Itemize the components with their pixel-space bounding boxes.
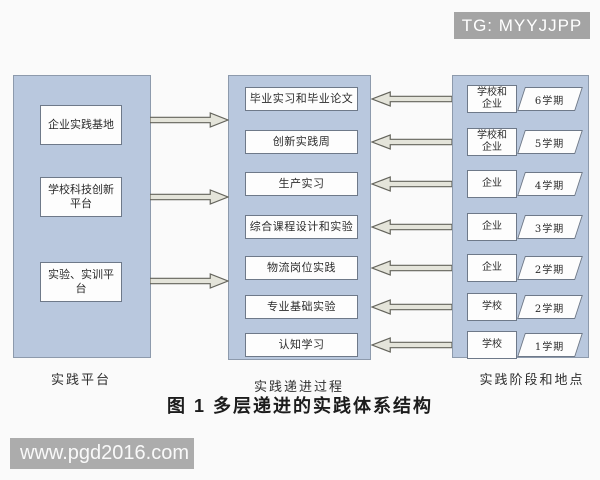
arrow-left-icon <box>371 176 452 192</box>
middle-box-course-design-experiment: 综合课程设计和实验 <box>245 215 358 239</box>
right-term-parallelogram: 4学期 <box>517 172 583 196</box>
right-place-box: 企业 <box>467 254 517 282</box>
left-box-experiment-training-platform: 实验、实训平台 <box>40 262 122 302</box>
middle-column-label: 实践递进过程 <box>253 380 344 395</box>
right-term-parallelogram: 6学期 <box>517 87 583 111</box>
right-term-parallelogram: 3学期 <box>517 215 583 239</box>
term-label: 5学期 <box>535 138 565 150</box>
arrow-left-icon <box>371 134 452 150</box>
term-label: 2学期 <box>535 303 565 315</box>
term-label: 6学期 <box>535 95 565 107</box>
right-column-label: 实践阶段和地点 <box>479 373 585 388</box>
right-place-box: 企业 <box>467 213 517 241</box>
right-place-box: 学校 <box>467 293 517 321</box>
term-label: 4学期 <box>535 180 565 192</box>
arrow-right-icon <box>150 189 229 205</box>
right-term-parallelogram: 1学期 <box>517 333 583 357</box>
arrow-left-icon <box>371 219 452 235</box>
term-label: 1学期 <box>535 341 565 353</box>
term-label: 2学期 <box>535 264 565 276</box>
middle-box-innovation-practice-week: 创新实践周 <box>245 130 358 154</box>
right-term-parallelogram: 5学期 <box>517 130 583 154</box>
arrow-left-icon <box>371 299 452 315</box>
left-box-school-tech-innovation-platform: 学校科技创新平台 <box>40 177 122 217</box>
middle-box-logistics-post-practice: 物流岗位实践 <box>245 256 358 280</box>
left-box-enterprise-practice-base: 企业实践基地 <box>40 105 122 145</box>
right-place-box: 学校和企业 <box>467 128 517 156</box>
arrow-left-icon <box>371 260 452 276</box>
arrow-left-icon <box>371 337 452 353</box>
right-term-parallelogram: 2学期 <box>517 256 583 280</box>
right-place-box: 学校和企业 <box>467 85 517 113</box>
right-term-parallelogram: 2学期 <box>517 295 583 319</box>
right-place-box: 学校 <box>467 331 517 359</box>
middle-box-professional-basic-experiment: 专业基础实验 <box>245 295 358 319</box>
telegram-badge: TG: MYYJJPP <box>454 12 590 39</box>
figure-caption: 图 1 多层递进的实践体系结构 <box>166 396 433 416</box>
right-place-box: 企业 <box>467 170 517 198</box>
arrow-right-icon <box>150 273 229 289</box>
middle-box-production-internship: 生产实习 <box>245 172 358 196</box>
left-column-label: 实践平台 <box>50 373 111 388</box>
arrow-left-icon <box>371 91 452 107</box>
middle-box-graduation-internship-thesis: 毕业实习和毕业论文 <box>245 87 358 111</box>
term-label: 3学期 <box>535 223 565 235</box>
middle-box-cognitive-learning: 认知学习 <box>245 333 358 357</box>
watermark-url: www.pgd2016.com <box>10 438 194 469</box>
arrow-right-icon <box>150 112 229 128</box>
